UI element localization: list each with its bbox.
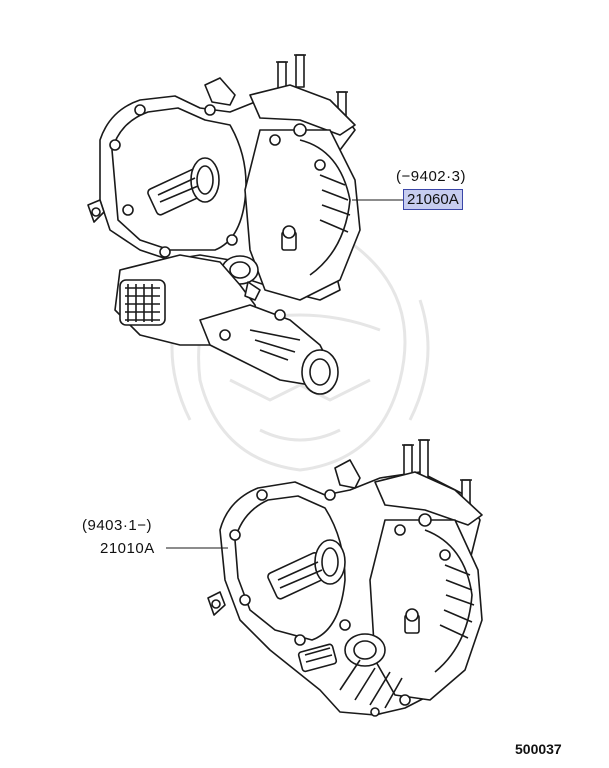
lower-transmission-drawing [207,439,483,717]
upper-transmission-drawing [87,54,361,395]
upper-part-code[interactable]: 21060A [403,189,463,210]
figure-number: 500037 [515,741,562,757]
upper-date-range: (−9402·3) [396,168,466,185]
lower-date-range: (9403·1−) [82,517,152,534]
lower-part-code[interactable]: 21010A [100,540,155,557]
